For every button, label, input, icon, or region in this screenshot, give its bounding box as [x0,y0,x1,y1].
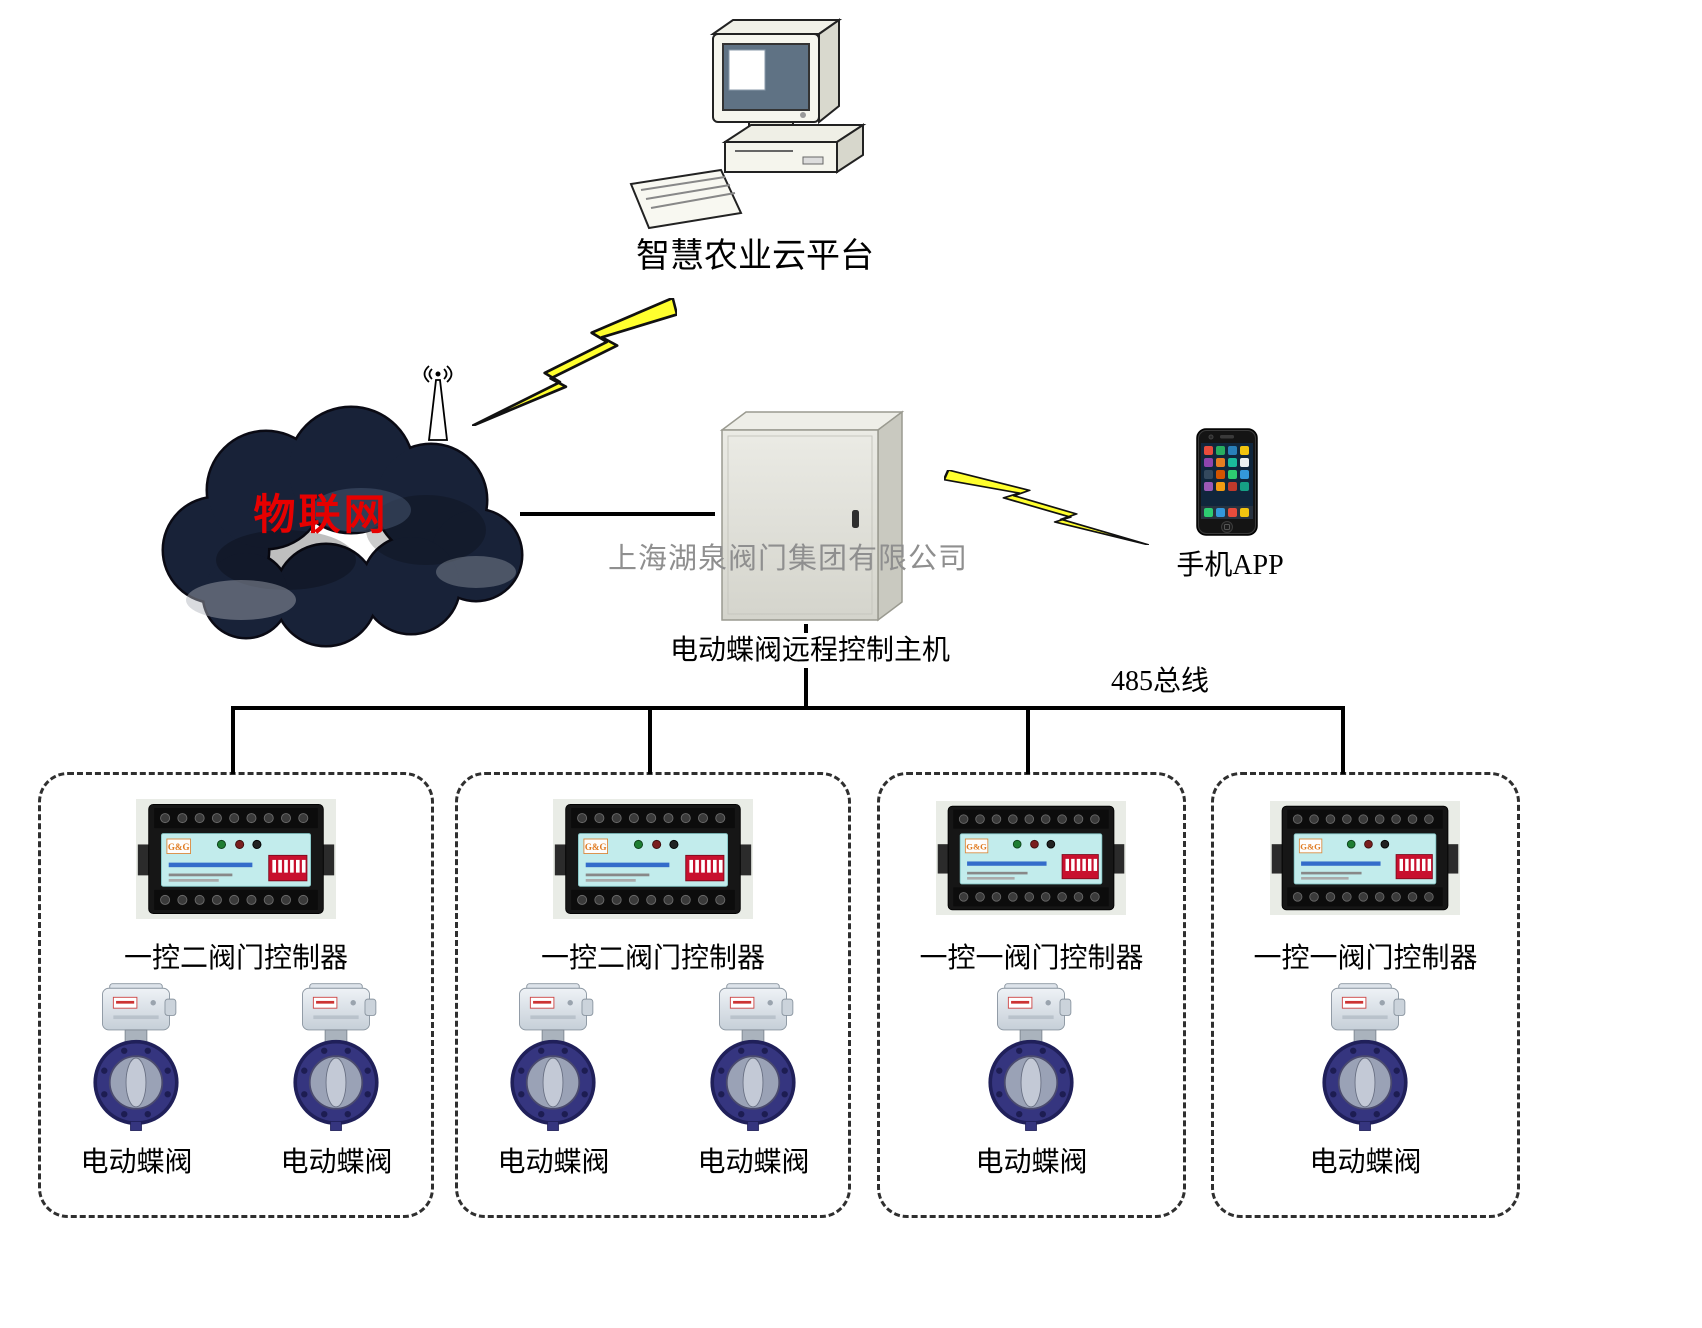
valve-group-3: 一控一阀门控制器 电动蝶阀 [877,772,1186,1218]
host-label: 电动蝶阀远程控制主机 [650,633,970,668]
valve-controller-image [136,799,336,919]
controller-label: 一控二阀门控制器 [123,943,348,974]
monitor [709,18,843,131]
wire-cloud-to-cabinet [520,512,715,516]
app-grid [1201,446,1253,519]
antenna-icon [423,365,453,441]
controller-label: 一控一阀门控制器 [1253,943,1478,974]
butterfly-valve-image [277,981,395,1135]
valve-controller-image [553,799,753,919]
valve-label: 电动蝶阀 [697,1147,810,1178]
valve-controller-image [936,801,1126,915]
butterfly-valve-image [494,981,612,1135]
valve-label: 电动蝶阀 [975,1147,1088,1178]
butterfly-valve-image [77,981,195,1135]
bus-drop-2 [648,708,652,774]
valve-label: 电动蝶阀 [280,1147,393,1178]
control-cabinet [719,410,905,622]
valve-controller-image [1270,801,1460,915]
phone-app-label: 手机APP [1176,550,1284,581]
controller-label: 一控二阀门控制器 [540,943,765,974]
home-button [1221,521,1233,533]
valve-group-1: 一控二阀门控制器 电动蝶阀 电动蝶阀 [38,772,434,1218]
butterfly-valve-image [694,981,812,1135]
desktop-computer-illustration [629,18,867,230]
butterfly-valve-image [972,981,1090,1135]
valve-label: 电动蝶阀 [80,1147,193,1178]
watermark-text: 上海湖泉阀门集团有限公司 [608,543,969,575]
valve-label: 电动蝶阀 [1309,1147,1422,1178]
lightning-icon-2 [944,470,1149,545]
computer-case [721,123,867,174]
bus-line-485 [231,706,1345,710]
controller-label: 一控一阀门控制器 [919,943,1144,974]
cabinet-handle [852,510,859,528]
bus-drop-1 [231,708,235,774]
keyboard [629,168,743,230]
iot-label: 物联网 [253,493,389,539]
bus-drop-3 [1026,708,1030,774]
butterfly-valve-image [1306,981,1424,1135]
bus-label: 485总线 [1110,666,1209,697]
bus-drop-4 [1341,708,1345,774]
valve-group-2: 一控二阀门控制器 电动蝶阀 电动蝶阀 [455,772,851,1218]
valve-group-4: 一控一阀门控制器 电动蝶阀 [1211,772,1520,1218]
iot-cloud [161,365,524,648]
smartphone [1196,428,1258,536]
valve-label: 电动蝶阀 [497,1147,610,1178]
cloud-platform-label: 智慧农业云平台 [636,238,874,275]
